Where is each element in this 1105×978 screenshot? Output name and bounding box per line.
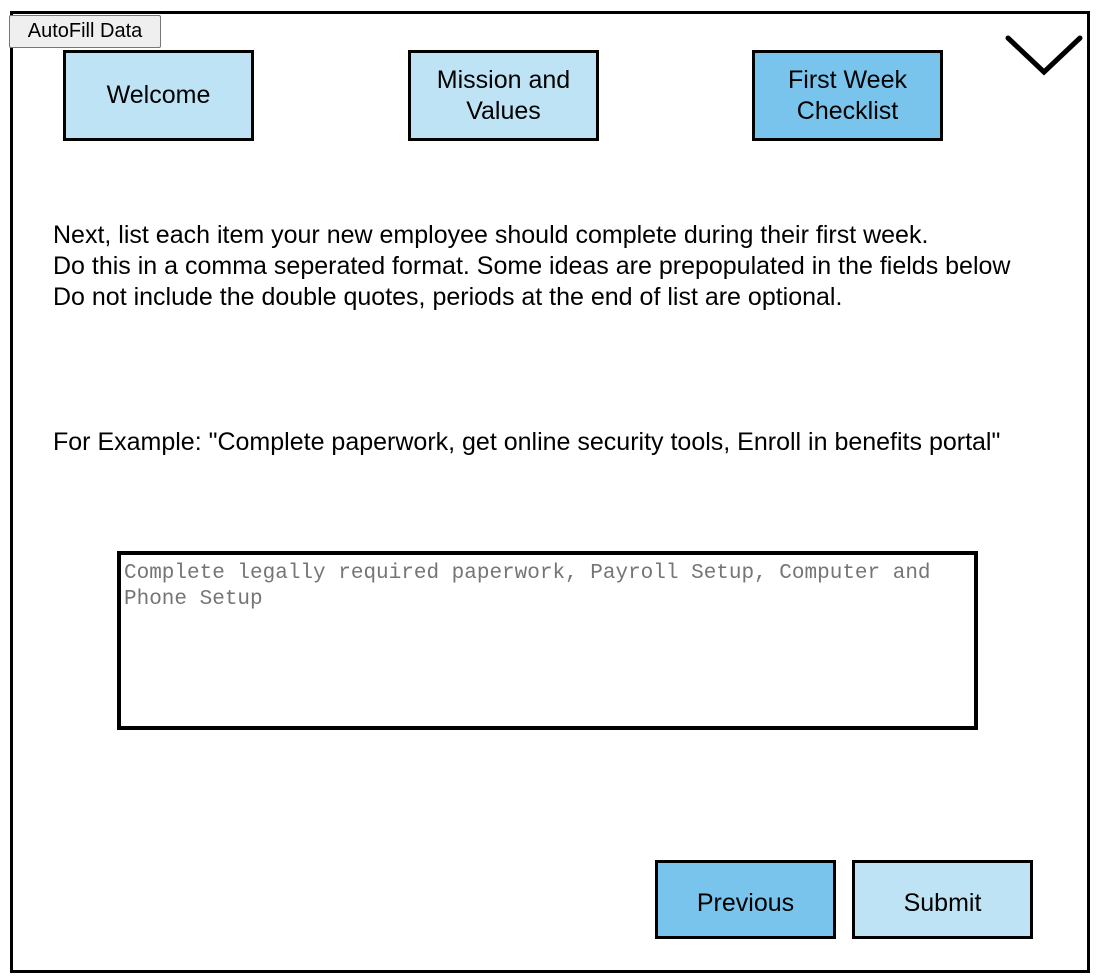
- instruction-line: Do this in a comma seperated format. Som…: [53, 252, 1011, 280]
- tab-mission-label: Mission and Values: [436, 65, 571, 125]
- instruction-line: Do not include the double quotes, period…: [53, 283, 843, 311]
- previous-button[interactable]: Previous: [655, 860, 836, 939]
- submit-button[interactable]: Submit: [852, 860, 1033, 939]
- autofill-data-button[interactable]: AutoFill Data: [9, 15, 161, 48]
- tab-first-week-checklist[interactable]: First Week Checklist: [752, 50, 943, 141]
- example-text: For Example: "Complete paperwork, get on…: [53, 428, 1001, 456]
- app-frame: [10, 11, 1090, 973]
- instructions-text: Next, list each item your new employee s…: [53, 220, 1083, 313]
- tab-welcome[interactable]: Welcome: [63, 50, 254, 141]
- instruction-line: Next, list each item your new employee s…: [53, 221, 929, 249]
- tab-welcome-label: Welcome: [106, 81, 211, 109]
- chevron-down-icon[interactable]: [1004, 34, 1084, 78]
- checklist-input[interactable]: [117, 551, 978, 730]
- tab-mission-and-values[interactable]: Mission and Values: [408, 50, 599, 141]
- tab-checklist-label: First Week Checklist: [788, 65, 907, 125]
